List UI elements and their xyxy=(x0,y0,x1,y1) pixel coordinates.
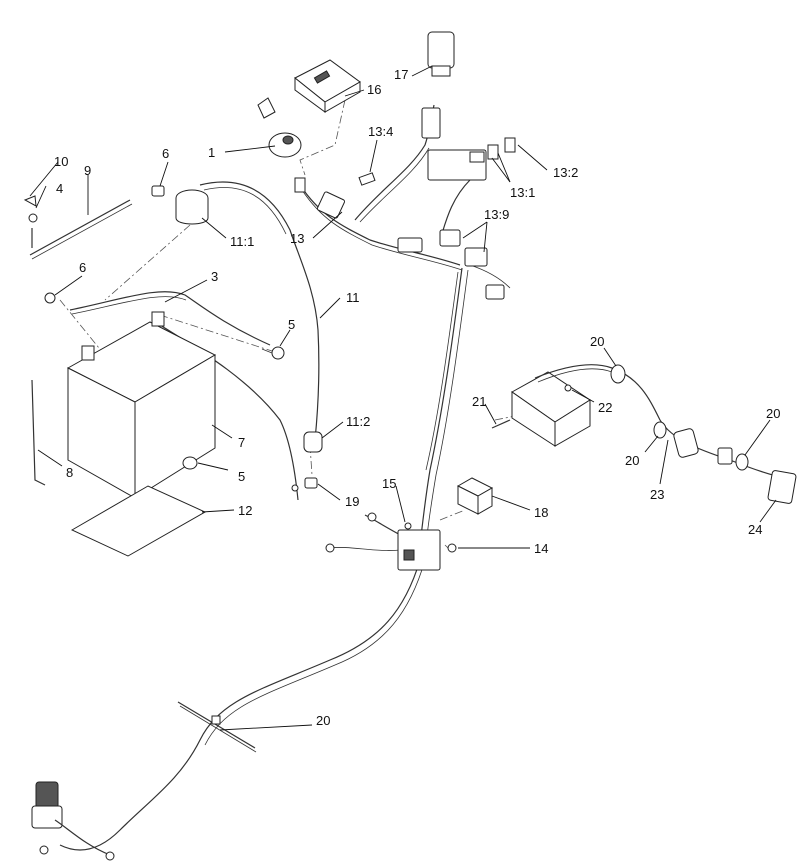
callout-11: 11 xyxy=(346,290,360,305)
connector-cap-part-17 xyxy=(421,31,455,139)
callout-20-top: 20 xyxy=(590,334,604,349)
ignition-switch-part-1 xyxy=(257,97,306,193)
callout-24: 24 xyxy=(748,522,762,537)
callout-labels: 1 3 4 5 5 6 6 7 8 9 10 11 11:1 11:2 12 1… xyxy=(54,67,780,728)
bolt-part-5-lower xyxy=(182,456,198,470)
callout-17: 17 xyxy=(394,67,408,82)
callout-6-upper: 6 xyxy=(162,146,169,161)
nut-part-6-upper xyxy=(151,185,165,197)
callout-20-bottom: 20 xyxy=(316,713,330,728)
terminal-boot-part-11-1 xyxy=(175,189,209,225)
hour-meter-part-16 xyxy=(294,59,361,113)
callout-16: 16 xyxy=(367,82,381,97)
callout-13-4: 13:4 xyxy=(368,124,393,139)
callout-14: 14 xyxy=(534,541,548,556)
nut-part-6-lower xyxy=(44,292,56,304)
callout-5-upper: 5 xyxy=(288,317,295,332)
callout-8: 8 xyxy=(66,465,73,480)
terminal-boot-part-11-2 xyxy=(303,431,323,453)
callout-6-lower: 6 xyxy=(79,260,86,275)
callout-13: 13 xyxy=(290,231,304,246)
callout-13-2: 13:2 xyxy=(553,165,578,180)
callout-20-right: 20 xyxy=(766,406,780,421)
callout-4: 4 xyxy=(56,181,63,196)
callout-13-9: 13:9 xyxy=(484,207,509,222)
screw-part-21 xyxy=(491,419,511,429)
battery-cables xyxy=(69,181,320,501)
cable-tie-part-20 xyxy=(177,701,257,753)
callout-12: 12 xyxy=(238,503,252,518)
right-sub-harness xyxy=(534,364,797,504)
callout-11-2: 11:2 xyxy=(346,414,370,429)
lower-connector-assembly xyxy=(31,781,115,861)
callout-11-1: 11:1 xyxy=(230,234,254,249)
callout-7: 7 xyxy=(238,435,245,450)
relay-part-18 xyxy=(456,477,494,515)
hold-down-rod-part-9 xyxy=(29,199,133,260)
nut-part-19 xyxy=(304,477,318,489)
callout-3: 3 xyxy=(211,269,218,284)
callout-20-middle: 20 xyxy=(625,453,639,468)
callout-19: 19 xyxy=(345,494,359,509)
leader-lines xyxy=(29,65,777,731)
callout-5-lower: 5 xyxy=(238,469,245,484)
callout-15: 15 xyxy=(382,476,396,491)
battery-part-7 xyxy=(66,311,217,499)
callout-1: 1 xyxy=(208,145,215,160)
screw-part-15 xyxy=(404,522,412,530)
bolt-part-10 xyxy=(23,195,38,248)
callout-21: 21 xyxy=(472,394,486,409)
callout-22: 22 xyxy=(598,400,612,415)
callout-9: 9 xyxy=(84,163,91,178)
hold-down-rod-part-8 xyxy=(31,379,46,486)
ring-terminals xyxy=(291,484,377,553)
module-part-22 xyxy=(511,371,591,447)
callout-23: 23 xyxy=(650,487,664,502)
callout-10: 10 xyxy=(54,154,68,169)
battery-pad-part-12 xyxy=(70,485,207,557)
callout-13-1: 13:1 xyxy=(510,185,535,200)
bolt-part-5-upper xyxy=(261,346,285,360)
fuse-block-part-14 xyxy=(397,529,457,571)
callout-18: 18 xyxy=(534,505,548,520)
